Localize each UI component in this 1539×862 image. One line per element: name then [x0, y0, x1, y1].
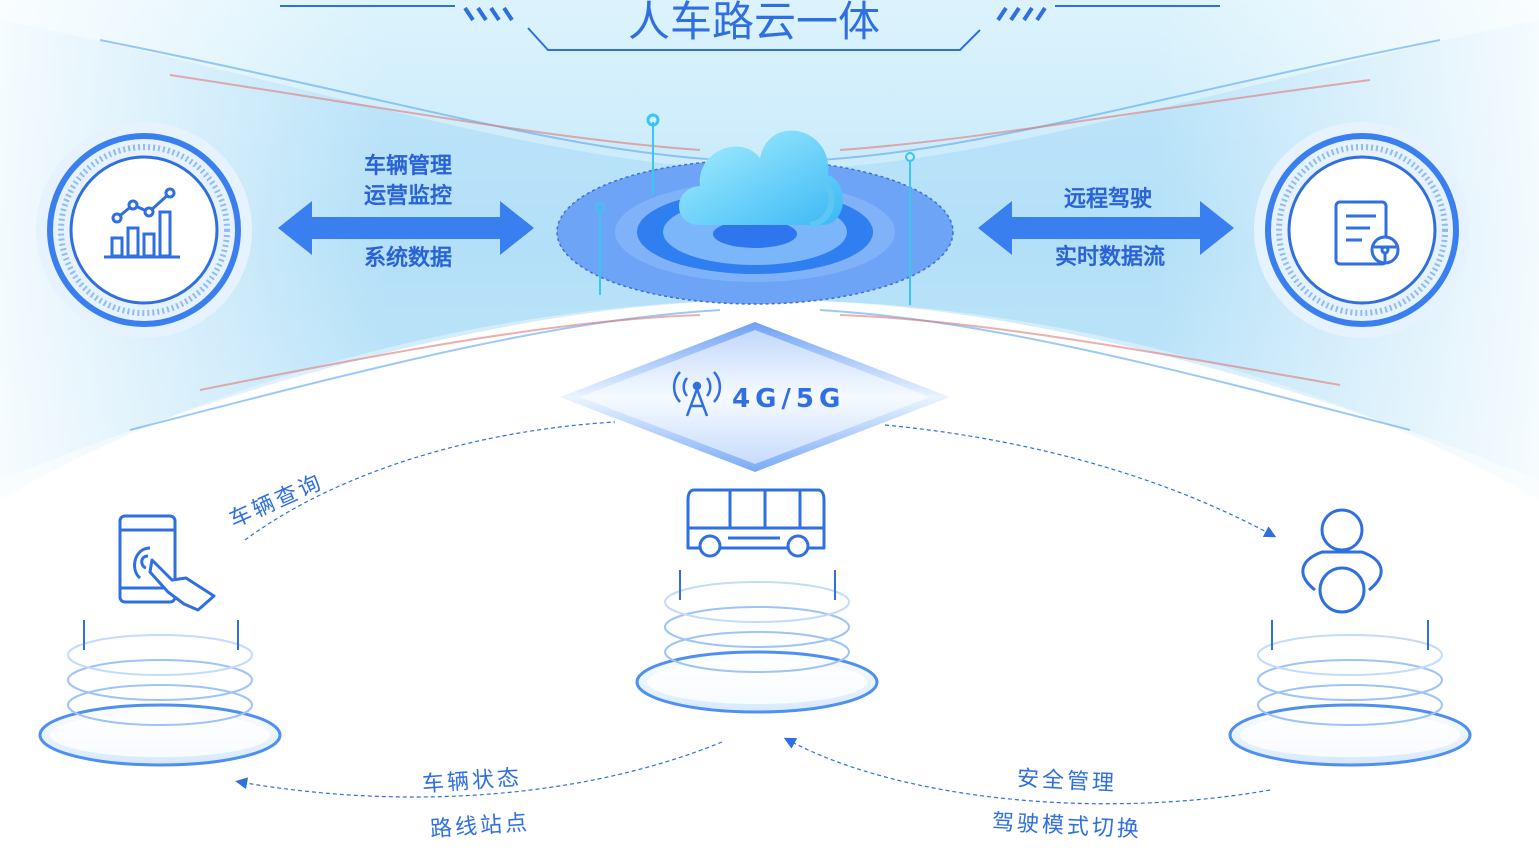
label-route-stops: 路线站点 [429, 811, 531, 843]
label-realtime-stream: 实时数据流 [1055, 244, 1165, 270]
label-safety-management: 安全管理 [1016, 766, 1117, 796]
driver-icon [1303, 510, 1381, 612]
label-operation-monitoring: 运营监控 [364, 183, 452, 209]
label-driving-mode-switch: 驾驶模式切换 [991, 810, 1142, 843]
phone-tap-icon [120, 516, 214, 610]
network-label: 4G/5G [732, 384, 845, 414]
label-system-data: 系统数据 [364, 245, 452, 271]
label-vehicle-status: 车辆状态 [421, 766, 523, 798]
label-vehicle-management: 车辆管理 [364, 153, 452, 179]
label-remote-driving: 远程驾驶 [1064, 186, 1152, 212]
right-platform [1230, 620, 1470, 765]
right-circle-node [1254, 122, 1470, 338]
page-title: 人车路云一体 [628, 0, 880, 46]
center-platform [637, 570, 877, 712]
left-circle-node [36, 122, 252, 338]
left-platform [40, 620, 280, 765]
